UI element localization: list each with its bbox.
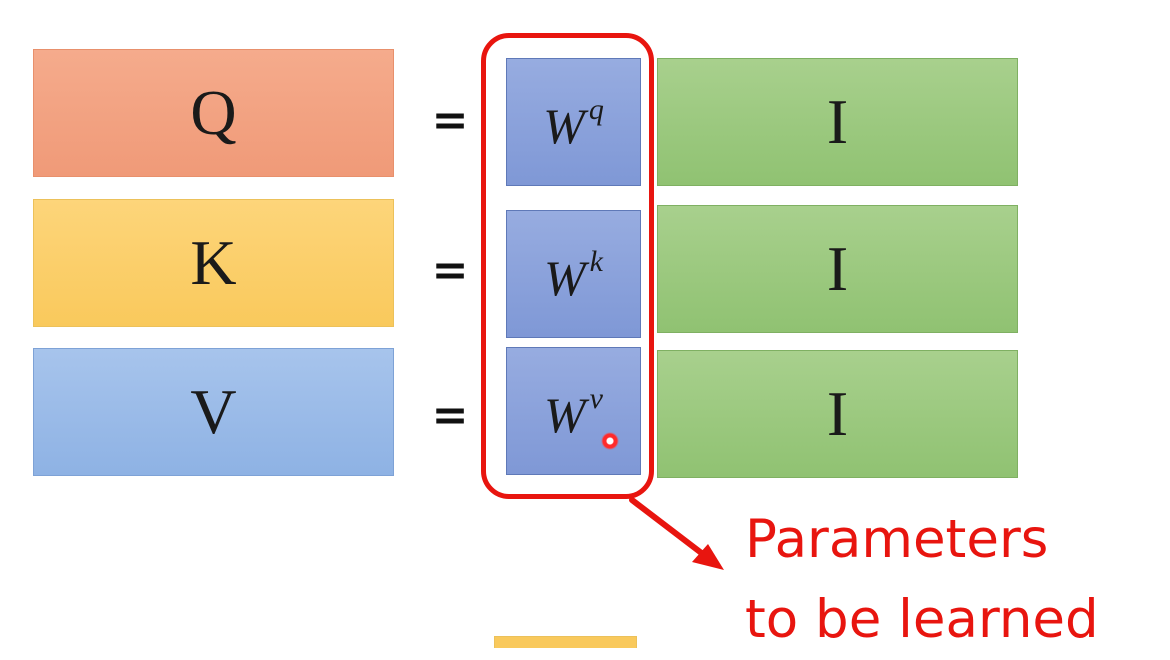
partial-yellow-box bbox=[494, 636, 637, 648]
input-box-q: I bbox=[657, 58, 1018, 186]
arrow-icon bbox=[629, 497, 724, 570]
value-label: V bbox=[190, 376, 237, 447]
weight-k-superscript: k bbox=[589, 245, 603, 279]
input-box-v: I bbox=[657, 350, 1018, 478]
key-label: K bbox=[190, 227, 237, 298]
input-label-v: I bbox=[826, 378, 849, 449]
query-label: Q bbox=[190, 77, 237, 148]
pointer-dot-icon bbox=[601, 432, 619, 450]
parameters-annotation: Parameters to be learned bbox=[745, 500, 1099, 660]
equals-sign-q: = bbox=[431, 95, 469, 146]
weight-q-superscript: q bbox=[588, 93, 604, 127]
equals-sign-v: = bbox=[431, 390, 469, 441]
annotation-line-2: to be learned bbox=[745, 589, 1099, 650]
weight-v-superscript: v bbox=[589, 382, 603, 416]
input-label-k: I bbox=[826, 233, 849, 304]
input-label-q: I bbox=[826, 86, 849, 157]
value-box: V bbox=[33, 348, 394, 476]
query-box: Q bbox=[33, 49, 394, 177]
weights-highlight-frame bbox=[481, 33, 654, 499]
annotation-line-1: Parameters bbox=[745, 509, 1049, 570]
input-box-k: I bbox=[657, 205, 1018, 333]
key-box: K bbox=[33, 199, 394, 327]
equals-sign-k: = bbox=[431, 245, 469, 296]
